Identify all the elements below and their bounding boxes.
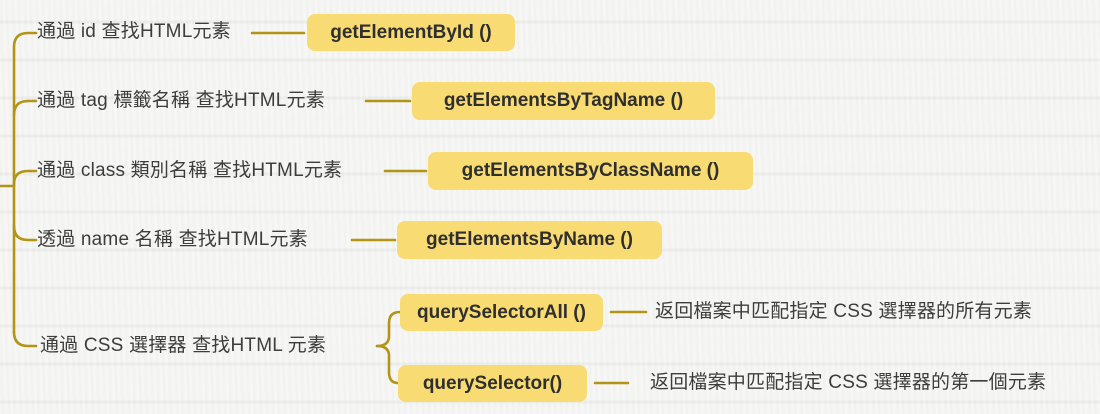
method-node-getelementbyid[interactable]: getElementById (): [307, 14, 515, 51]
topic-find-by-id[interactable]: 通過 id 查找HTML元素: [37, 21, 231, 42]
topic-find-by-name[interactable]: 透過 name 名稱 查找HTML元素: [37, 229, 308, 250]
description-queryselector[interactable]: 返回檔案中匹配指定 CSS 選擇器的第一個元素: [650, 372, 1047, 393]
method-node-queryselectorall[interactable]: querySelectorAll (): [400, 294, 603, 331]
topic-find-by-css-selector[interactable]: 通過 CSS 選擇器 查找HTML 元素: [40, 335, 327, 356]
branch-line-class: [12, 169, 38, 186]
description-queryselectorall[interactable]: 返回檔案中匹配指定 CSS 選擇器的所有元素: [655, 301, 1033, 322]
branch-line-name: [12, 224, 38, 242]
method-node-getelementsbytagname[interactable]: getElementsByTagName (): [412, 82, 715, 120]
branch-line-css: [12, 330, 38, 348]
fork-line-queryselector: [375, 344, 400, 385]
fork-line-queryselectorall: [375, 310, 402, 348]
topic-find-by-class[interactable]: 通過 class 類別名稱 查找HTML元素: [37, 160, 343, 181]
trunk-line: [12, 31, 38, 334]
topic-find-by-tag[interactable]: 通過 tag 標籤名稱 查找HTML元素: [37, 90, 325, 111]
branch-line-tag: [12, 99, 38, 117]
method-node-getelementsbyname[interactable]: getElementsByName (): [397, 221, 662, 259]
method-node-getelementsbyclassname[interactable]: getElementsByClassName (): [428, 152, 753, 190]
method-node-queryselector[interactable]: querySelector(): [398, 365, 587, 402]
